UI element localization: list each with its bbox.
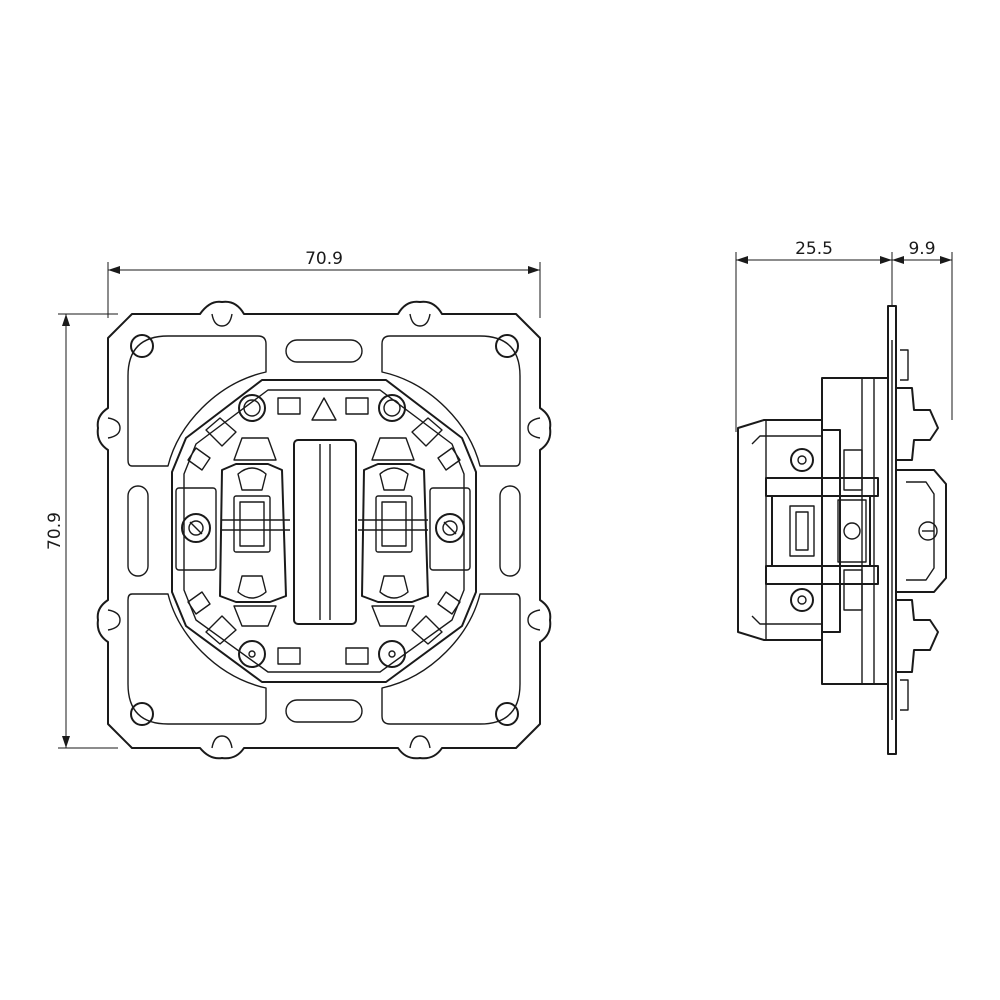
terminal-top-right bbox=[378, 394, 406, 422]
center-rocker bbox=[293, 439, 357, 625]
switch-module-left bbox=[219, 437, 290, 627]
switch-module-right bbox=[358, 437, 429, 627]
terminal-bottom-left bbox=[238, 640, 266, 668]
front-view: 70.9 70.9 bbox=[45, 249, 552, 760]
front-depth-dimension: 9.9 bbox=[892, 239, 953, 420]
mounting-hole-bottom-right bbox=[495, 702, 519, 726]
mounting-hole-top-right bbox=[495, 334, 519, 358]
mounting-plate-outline bbox=[96, 300, 552, 760]
side-view: 25.5 9.9 bbox=[735, 239, 953, 755]
mechanism-body bbox=[171, 379, 477, 683]
height-dimension: 70.9 bbox=[45, 313, 118, 749]
terminal-top-left bbox=[238, 394, 266, 422]
width-dimension: 70.9 bbox=[107, 249, 541, 318]
side-housing bbox=[821, 377, 889, 685]
front-depth-dimension-label: 9.9 bbox=[908, 239, 935, 259]
mounting-hole-top-left bbox=[130, 334, 154, 358]
clamp-screw-left bbox=[181, 513, 211, 543]
mounting-hole-bottom-left bbox=[130, 702, 154, 726]
clamp-screw-right bbox=[435, 513, 465, 543]
width-dimension-label: 70.9 bbox=[305, 249, 343, 269]
terminal-bottom-right bbox=[378, 640, 406, 668]
depth-dimension: 25.5 bbox=[735, 239, 893, 432]
height-dimension-label: 70.9 bbox=[45, 512, 65, 550]
triangle-arrow-icon bbox=[311, 397, 337, 421]
side-rocker bbox=[895, 469, 947, 593]
depth-dimension-label: 25.5 bbox=[795, 239, 833, 259]
